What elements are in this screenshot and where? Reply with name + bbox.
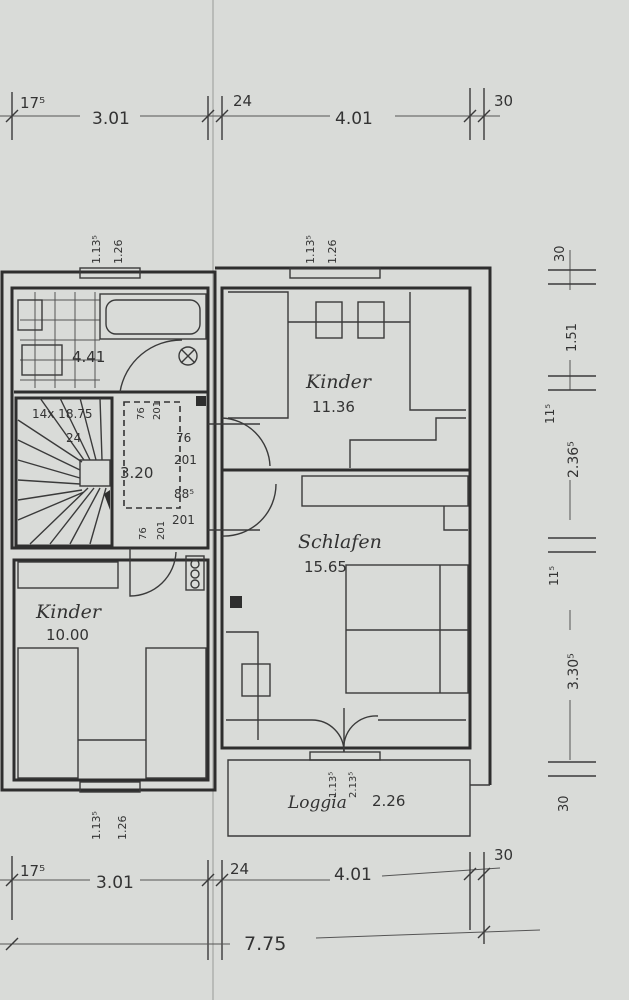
loggia-name: Loggia [287, 793, 347, 813]
stair-width: 24 [66, 431, 81, 445]
kinder-top-furniture [228, 291, 466, 468]
bathroom-fixtures [17, 292, 207, 393]
dim-top-e: 30 [494, 92, 513, 110]
loggia-window-h: 2.13⁵ [348, 772, 359, 798]
door-dim-3: 76 [176, 431, 191, 445]
dim-right-f: 3.30⁵ [566, 653, 582, 690]
door-dim-2: 201 [152, 401, 163, 420]
bath-window-w: 1.13⁵ [90, 235, 103, 264]
schlafen-furniture [226, 475, 469, 740]
dim-right-b: 1.51 [565, 323, 580, 352]
door-dim-5: 88⁵ [174, 487, 194, 501]
dim-top-a: 17⁵ [20, 94, 45, 112]
dim-top-d: 4.01 [335, 109, 373, 129]
dim-right-g: 30 [557, 795, 572, 812]
kinder-top-area: 11.36 [312, 398, 355, 416]
door-dim-1: 76 [136, 407, 147, 420]
kinder-left-furniture [17, 561, 207, 779]
dim-bottom-e: 30 [494, 846, 513, 864]
bath-area: 4.41 [72, 348, 105, 366]
staircase [14, 396, 114, 548]
walls [0, 266, 492, 837]
dim-right-e: 11⁵ [547, 566, 561, 586]
stair-label: 14x 18.75 [32, 407, 93, 421]
dim-bottom-total: 7.75 [244, 933, 286, 955]
dim-right-d: 2.36⁵ [566, 441, 582, 478]
kinder-left-area: 10.00 [46, 626, 89, 644]
door-dim-6: 201 [172, 513, 195, 527]
bottom-dimension-line [0, 852, 541, 960]
dim-top-c: 24 [233, 92, 252, 110]
door-dim-8: 201 [156, 521, 167, 540]
door-dim-4: 201 [174, 453, 197, 467]
dim-right-c: 11⁵ [543, 404, 557, 424]
kinder-top-window-w: 1.13⁵ [304, 235, 317, 264]
hall-switch [196, 396, 206, 406]
bath-window-h: 1.26 [112, 240, 125, 265]
right-dimension-line [548, 250, 596, 777]
kinder-left-window-w: 1.13⁵ [90, 811, 103, 840]
kinder-left-window-h: 1.26 [116, 816, 129, 841]
dim-bottom-b: 3.01 [96, 873, 134, 893]
kinder-left-name: Kinder [35, 601, 103, 623]
loggia-window-w: 1.13⁵ [328, 772, 339, 798]
loggia-area: 2.26 [372, 792, 405, 810]
doors [129, 417, 379, 753]
hall-area: 3.20 [120, 464, 153, 482]
schlafen-area: 15.65 [304, 558, 347, 576]
heater [185, 555, 205, 591]
windows [79, 267, 381, 793]
dim-right-a: 30 [553, 245, 568, 262]
dim-top-b: 3.01 [92, 109, 130, 129]
hall-dashed-area [123, 401, 181, 509]
top-dimension-line [0, 88, 500, 140]
kinder-top-name: Kinder [305, 371, 373, 393]
schlafen-name: Schlafen [298, 531, 382, 553]
door-dim-7: 76 [138, 527, 149, 540]
dim-bottom-a: 17⁵ [20, 862, 45, 880]
dim-bottom-d: 4.01 [334, 865, 372, 885]
dim-bottom-c: 24 [230, 860, 249, 878]
kinder-top-window-h: 1.26 [326, 240, 339, 265]
